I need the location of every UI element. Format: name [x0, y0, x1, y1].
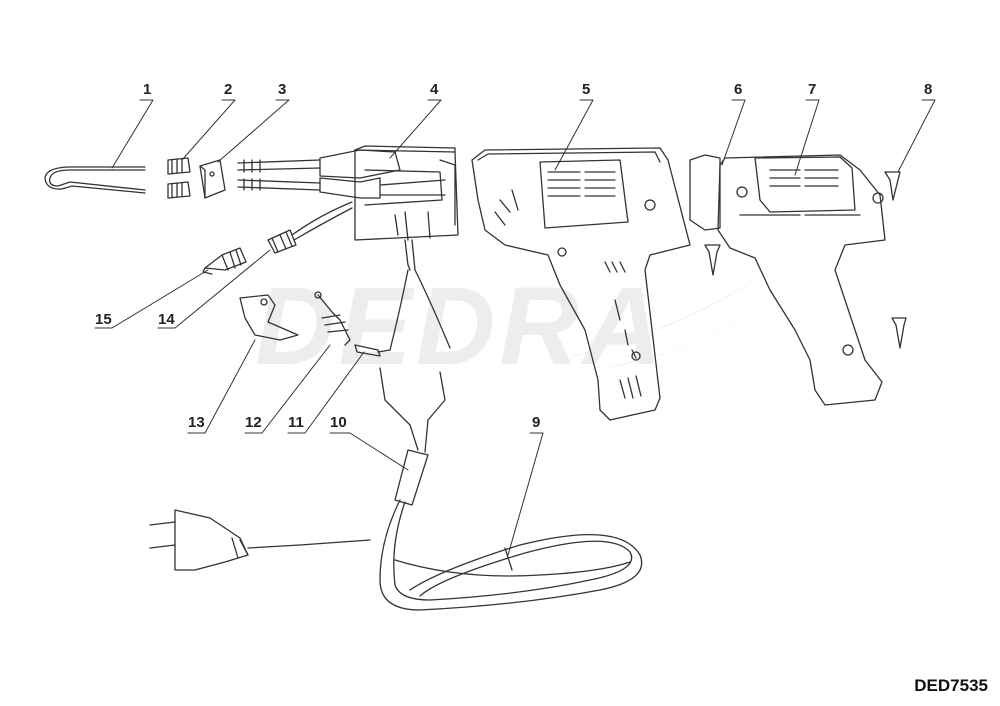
leader-1: [111, 99, 154, 169]
part-12-switch-spring: [314, 291, 351, 346]
callout-12: 12: [245, 414, 262, 431]
part-2-tip-nuts: [167, 157, 191, 199]
part-1-tip: [44, 166, 146, 194]
callout-6: 6: [734, 81, 743, 98]
part-11-switch-contact: [354, 344, 381, 357]
leader-lines: [94, 99, 936, 556]
model-code: DED7535: [914, 676, 988, 695]
callout-11: 11: [288, 414, 304, 431]
callout-4: 4: [430, 81, 439, 98]
callout-10: 10: [330, 414, 347, 431]
part-13-trigger: [239, 294, 299, 341]
leader-3: [217, 99, 290, 163]
leader-13: [187, 339, 256, 434]
part-3-terminal-block: [199, 159, 226, 199]
callout-15: 15: [95, 311, 112, 328]
part-4-transformer: [237, 145, 459, 353]
callout-3: 3: [278, 81, 287, 98]
part-8-screws: [704, 171, 907, 349]
leader-8: [897, 99, 936, 173]
leader-9: [507, 432, 544, 556]
callout-1: 1: [143, 81, 152, 98]
part-14-grommet: [267, 201, 353, 254]
watermark-swoosh: [560, 270, 775, 370]
callout-8: 8: [924, 81, 933, 98]
callout-9: 9: [532, 414, 541, 431]
part-9-power-cord: [149, 499, 643, 611]
leader-4: [389, 99, 442, 159]
leader-2: [181, 99, 236, 161]
leader-5: [554, 99, 594, 171]
leader-11: [287, 351, 365, 434]
callout-2: 2: [224, 81, 233, 98]
part-15-lamp: [202, 247, 247, 275]
leader-15: [94, 269, 209, 329]
part-10-cable-strain-relief: [379, 367, 446, 506]
part-6-right-housing: [689, 154, 886, 406]
leader-10: [329, 432, 409, 471]
leader-12: [244, 344, 331, 434]
part-5-left-housing: [471, 147, 691, 421]
callout-14: 14: [158, 311, 175, 328]
leader-14: [157, 249, 271, 329]
callout-13: 13: [188, 414, 205, 431]
leader-7: [794, 99, 820, 176]
callout-7: 7: [808, 81, 817, 98]
leader-6: [721, 99, 746, 166]
callout-5: 5: [582, 81, 591, 98]
